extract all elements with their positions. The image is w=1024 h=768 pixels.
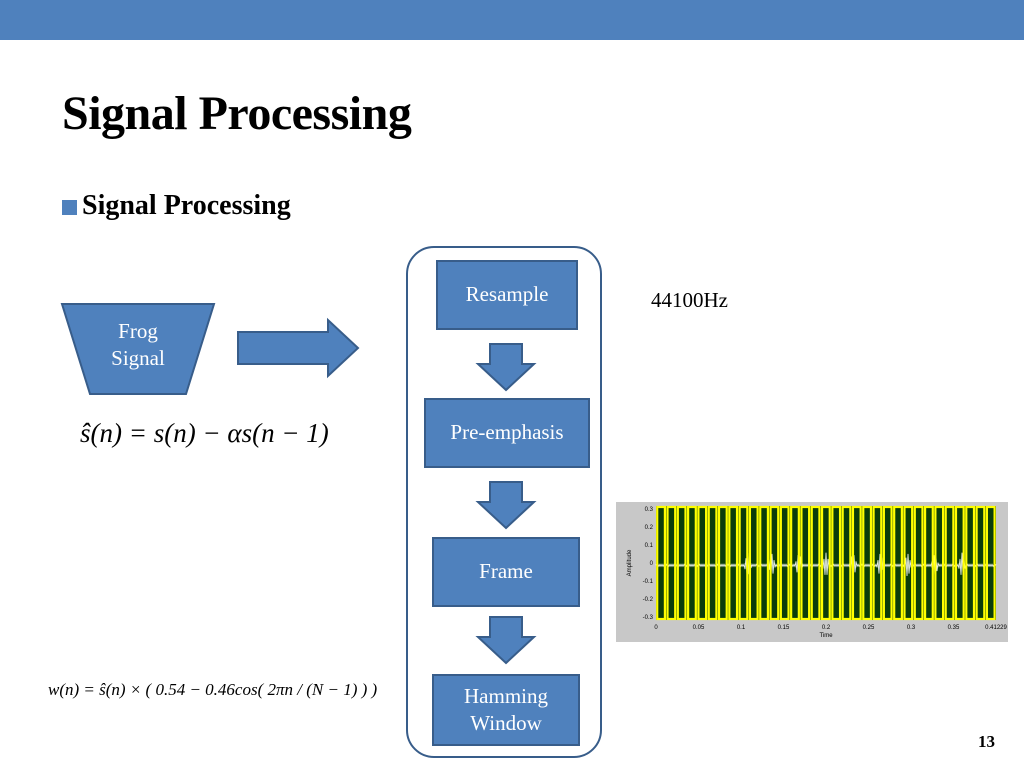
frame-rect — [676, 505, 687, 621]
frame-rect — [893, 505, 903, 621]
frame-rect — [810, 505, 821, 621]
frame-rect — [862, 505, 873, 621]
x-tick-label: 0.3 — [907, 625, 916, 631]
bullet-square-icon — [62, 199, 77, 215]
frame-rect — [903, 505, 914, 621]
x-tick-label: 0 — [654, 625, 658, 631]
x-tick-label: 0.35 — [948, 625, 960, 631]
hamming-window-box: Hamming Window — [432, 674, 580, 746]
x-tick-label: 0.05 — [693, 625, 705, 631]
frame-rect — [934, 505, 945, 621]
frame-rect — [738, 505, 749, 621]
frame-rect — [687, 505, 697, 621]
pre-emphasis-box: Pre-emphasis — [424, 398, 590, 468]
frame-rect — [697, 505, 708, 621]
frame-rect — [872, 505, 883, 621]
resample-box: Resample — [436, 260, 578, 330]
x-tick-label: 0.25 — [863, 625, 875, 631]
y-axis-label: Amplitude — [627, 549, 633, 576]
y-tick-label: 0 — [650, 561, 654, 567]
y-tick-label: 0.2 — [645, 525, 654, 531]
frame-rect — [656, 505, 667, 621]
x-axis-label: Time — [819, 633, 833, 639]
y-tick-label: -0.1 — [643, 579, 654, 585]
y-tick-label: -0.2 — [643, 597, 654, 603]
frame-rect — [779, 505, 790, 621]
frame-rect — [944, 505, 955, 621]
frame-rect — [965, 505, 976, 621]
right-arrow-icon — [237, 317, 360, 379]
x-tick-label: 0.2 — [822, 625, 831, 631]
plot-area — [656, 506, 996, 620]
frame-rect — [882, 505, 893, 621]
signal-line — [655, 552, 997, 578]
frog-signal-shape — [60, 303, 216, 395]
frame-rect — [985, 505, 996, 621]
page-number: 13 — [978, 732, 995, 751]
down-arrow-icon — [475, 481, 537, 530]
pre-emphasis-formula: ŝ(n) = s(n) − αs(n − 1) — [80, 418, 329, 448]
hamming-formula-text: w(n) = ŝ(n) × ( 0.54 − 0.46cos( 2πn / (N… — [48, 680, 378, 699]
hamming-formula: w(n) = ŝ(n) × ( 0.54 − 0.46cos( 2πn / (N… — [48, 680, 377, 700]
frame-rect — [728, 505, 739, 621]
frame-rect — [800, 505, 811, 621]
x-tick-label: 0.1 — [737, 625, 746, 631]
frame-rect — [841, 505, 852, 621]
resample-rate-label: 44100Hz — [651, 288, 728, 312]
frame-rect — [759, 505, 770, 621]
frame-rect — [913, 505, 924, 621]
frame-box: Frame — [432, 537, 580, 607]
frame-rect — [748, 505, 759, 621]
y-tick-label: -0.3 — [643, 615, 654, 621]
frame-rect — [717, 505, 728, 621]
frame-rect — [707, 505, 718, 621]
y-tick-label: 0.3 — [645, 507, 654, 513]
down-arrow-icon — [475, 343, 537, 392]
frame-rect — [820, 505, 831, 621]
frame-rect — [851, 505, 862, 621]
frame-rect — [954, 505, 965, 621]
down-arrow-icon — [475, 616, 537, 665]
bullet-item: Signal Processing — [62, 190, 291, 222]
frame-rect — [923, 505, 934, 621]
frame-rect — [790, 505, 800, 621]
frame-rect — [831, 505, 842, 621]
frame-rect — [666, 505, 677, 621]
frame-rect — [975, 505, 986, 621]
y-tick-label: 0.1 — [645, 543, 654, 549]
bullet-text: Signal Processing — [82, 190, 291, 221]
frame-rect — [769, 505, 780, 621]
x-tick-label: 0.15 — [778, 625, 790, 631]
slide-title: Signal Processing — [62, 87, 412, 140]
x-tick-label: 0.41229 — [985, 625, 1007, 631]
top-accent-bar — [0, 0, 1024, 40]
frog-signal-label: Frog Signal — [111, 319, 165, 371]
pipeline-container — [406, 246, 602, 758]
